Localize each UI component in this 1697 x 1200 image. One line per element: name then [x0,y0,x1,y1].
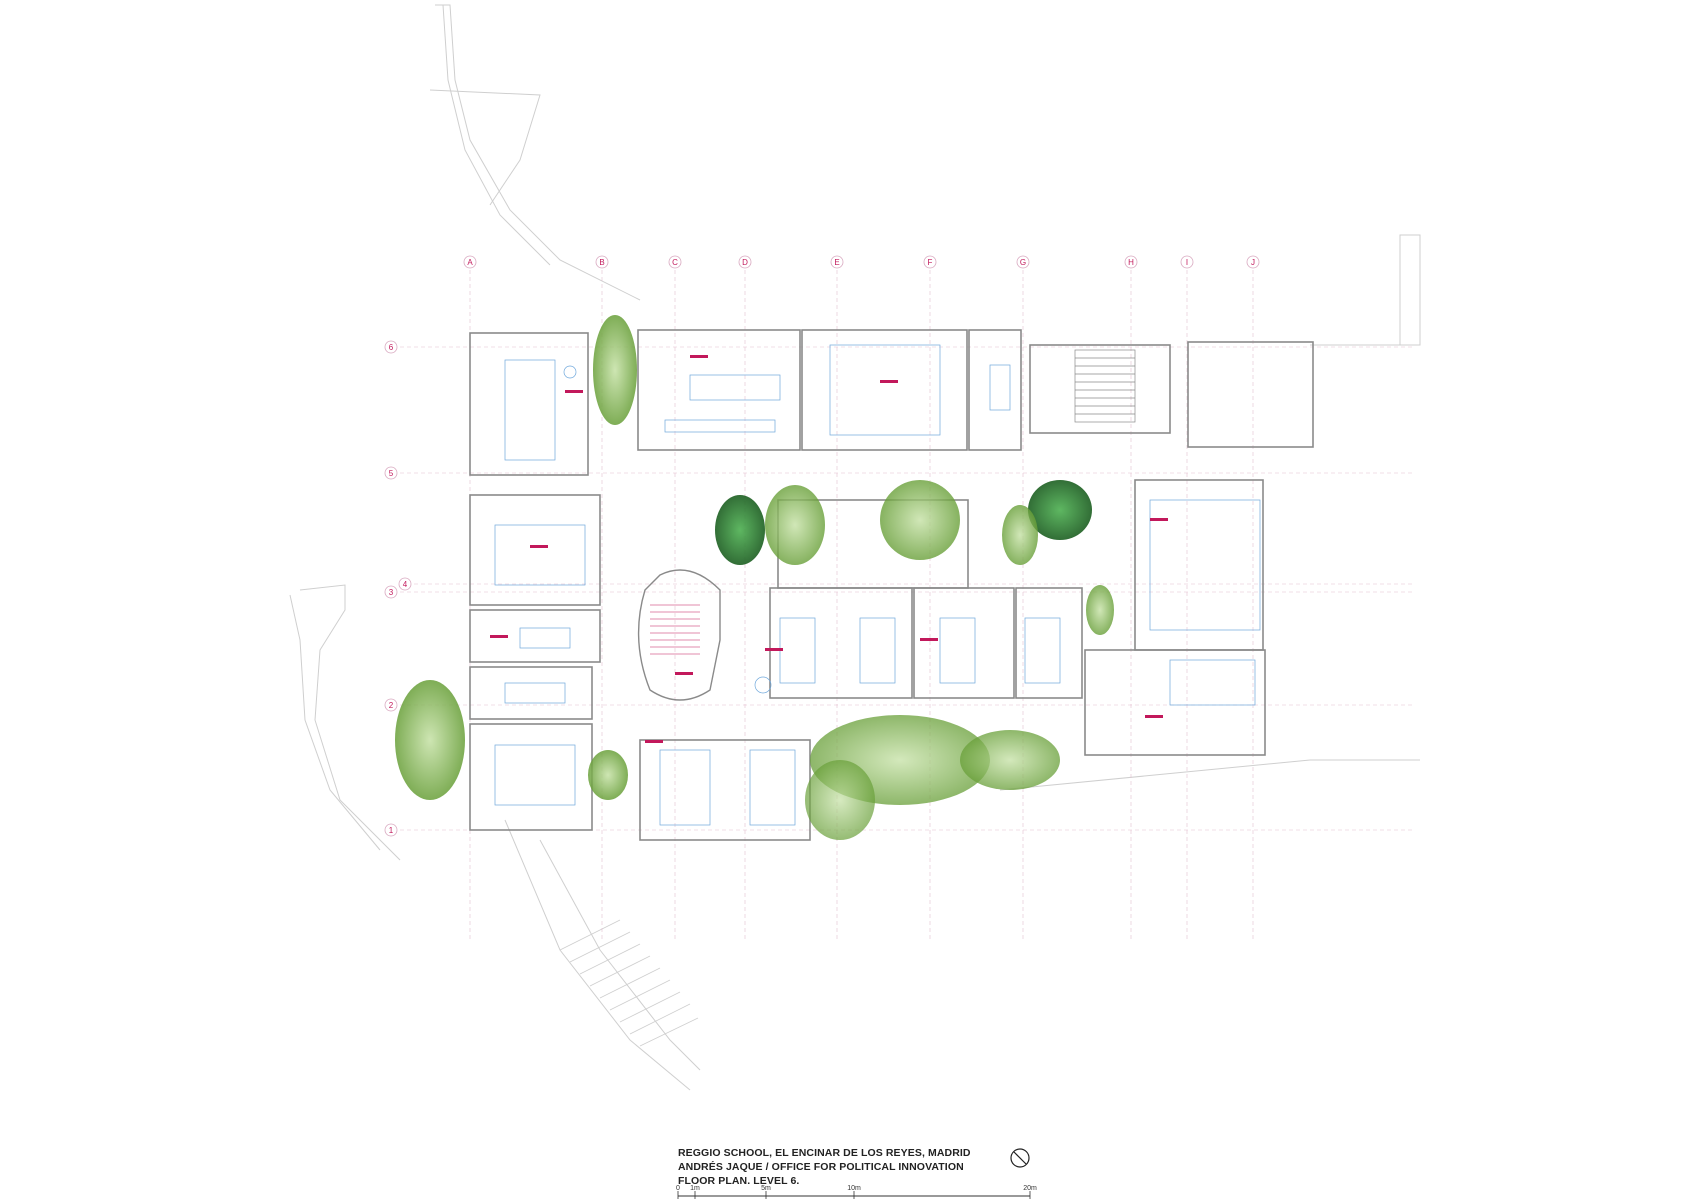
grid-column-label: C [672,258,678,267]
room-south-3 [1015,587,1083,699]
room-north-2 [801,329,968,451]
scale-label: 10m [847,1185,861,1192]
grid-row-markers: 6 5 4 3 2 1 [384,340,412,837]
site-context [289,4,1421,1091]
room-west-1 [469,332,589,476]
grid-row-label: 2 [389,701,394,710]
scale-label: 0 [676,1185,680,1192]
grid-column-label: J [1251,258,1255,267]
room-north-3 [968,329,1022,451]
grid-column-label: I [1186,258,1188,267]
vegetation [395,315,1114,840]
grid-column-label: A [467,258,473,267]
building-walls [469,329,1314,841]
grid-column-markers: A B C D E F G H I J [463,255,1260,269]
north-east-stair [1074,349,1136,423]
room-west-3 [469,609,601,663]
room-west-4 [469,666,593,720]
scale-bar: 0 1m 5m 10m 20m [676,1185,1037,1199]
grid-column-label: B [599,258,604,267]
grid-row-label: 6 [389,343,394,352]
scale-label: 20m [1023,1185,1037,1192]
grid-column-label: H [1128,258,1134,267]
room-west-5 [469,723,593,831]
grid-row-label: 1 [389,826,394,835]
room-tags [490,355,1168,743]
grid-row-label: 5 [389,469,394,478]
furniture [494,344,1261,826]
grid-markers: A B C D E F G H I J 6 5 4 [384,255,1260,837]
grid-column-label: D [742,258,748,267]
grid-column-label: F [928,258,933,267]
room-services [1187,341,1314,448]
grid-row-label: 4 [403,580,408,589]
north-arrow-icon [1010,1148,1030,1168]
caption-architect: ANDRÉS JAQUE / OFFICE FOR POLITICAL INNO… [678,1161,964,1173]
room-west-2 [469,494,601,606]
room-east-1 [1134,479,1264,651]
scale-label: 1m [690,1185,700,1192]
room-south-1 [769,587,913,699]
room-north-1 [637,329,801,451]
room-north-east [1029,344,1171,434]
drawing-caption: REGGIO SCHOOL, EL ENCINAR DE LOS REYES, … [678,1146,971,1188]
grid-column-label: G [1020,258,1026,267]
caption-project: REGGIO SCHOOL, EL ENCINAR DE LOS REYES, … [678,1147,971,1159]
scale-label: 5m [761,1185,771,1192]
exterior-stair [559,919,699,1047]
caption-sheet: FLOOR PLAN. LEVEL 6. [678,1175,800,1187]
spiral-stair [637,569,721,701]
room-east-2 [1084,649,1266,756]
room-south-2 [913,587,1015,699]
grid-row-label: 3 [389,588,394,597]
grid-column-label: E [834,258,839,267]
